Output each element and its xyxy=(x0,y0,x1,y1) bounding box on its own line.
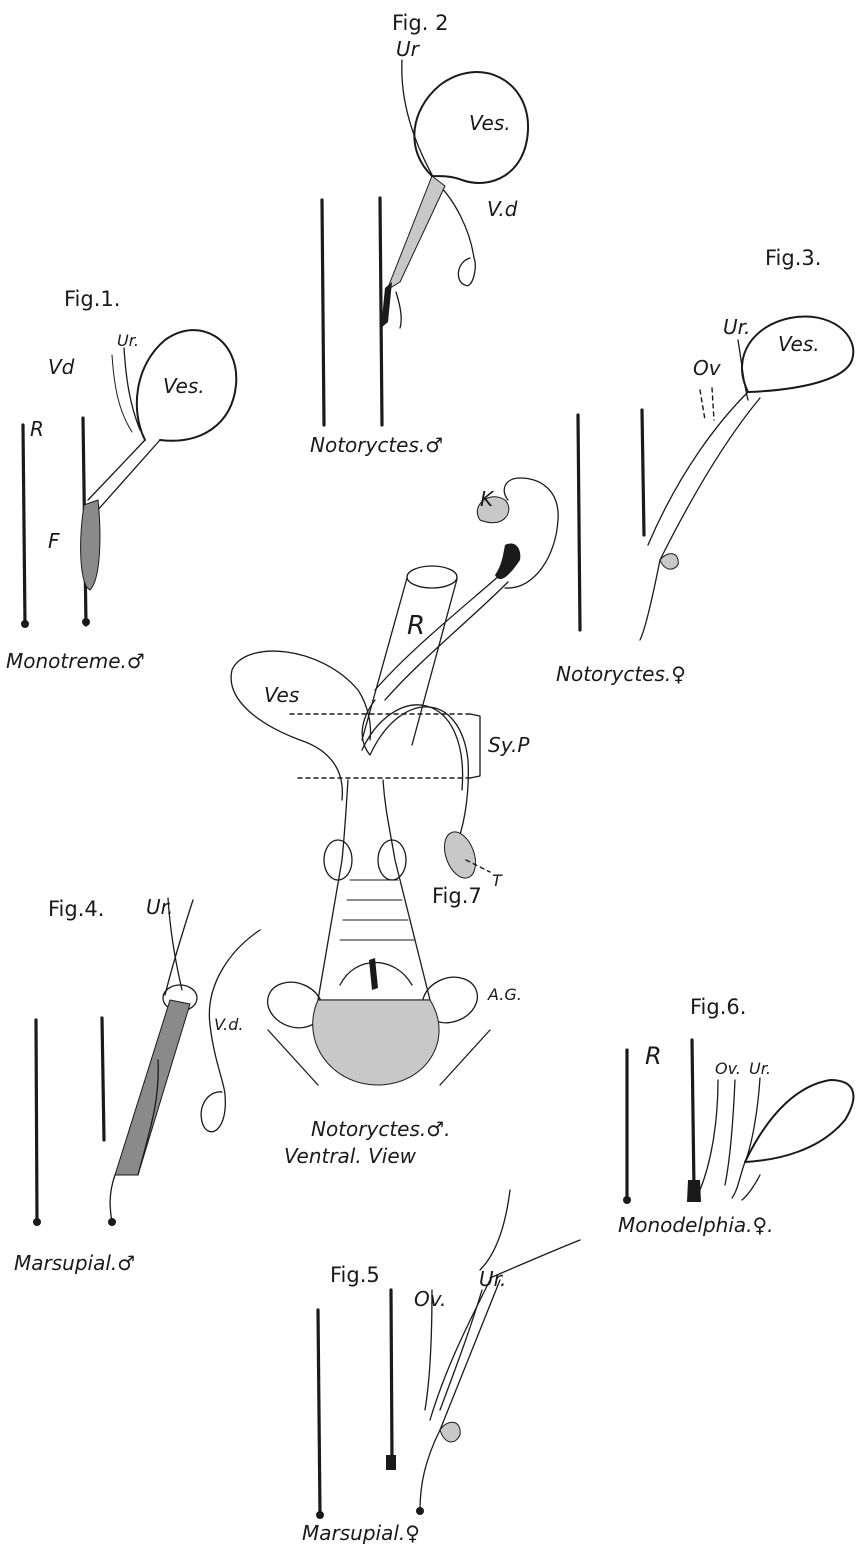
fig6-ov-label: Ov. xyxy=(715,1059,741,1078)
fig4-urethra xyxy=(115,1000,190,1175)
figure-5: Fig.5 Ur. Ov. Marsupial.♀ xyxy=(302,1190,580,1545)
fig1-caption: Monotreme.♂ xyxy=(6,649,145,673)
fig4-label: Fig.4. xyxy=(48,897,104,921)
fig7-rectum-sides xyxy=(362,578,457,745)
fig4-wall-end-left xyxy=(33,1218,41,1226)
fig4-ur-label: Ur. xyxy=(146,895,173,919)
figure-3: Fig.3. Ov Ur. Ves. Notoryctes.♀ xyxy=(556,246,853,686)
fig7-cloacal-disc xyxy=(313,1000,439,1085)
fig7-ag-label: A.G. xyxy=(487,985,522,1004)
fig3-body-wall-right xyxy=(642,410,644,535)
fig7-label: Fig.7 xyxy=(432,884,482,908)
fig7-vas-deferens xyxy=(362,700,468,840)
fig5-ov-label: Ov. xyxy=(414,1287,446,1311)
fig6-urethra-lines xyxy=(732,1162,760,1200)
fig5-vestibule-end xyxy=(416,1507,424,1515)
fig1-wall-end-left xyxy=(21,620,29,628)
fig1-ur-label: Ur. xyxy=(117,331,139,350)
fig1-wall-end-right xyxy=(82,618,90,626)
fig7-kidney-hilum xyxy=(495,543,520,579)
fig1-f-label: F xyxy=(48,529,60,553)
fig7-t-label: T xyxy=(492,871,503,890)
fig4-body-wall-right xyxy=(102,1018,104,1140)
fig2-caption: Notoryctes.♂ xyxy=(310,433,443,457)
fig2-body-wall-left xyxy=(322,200,324,425)
fig7-bulb-left xyxy=(324,840,352,880)
fig6-rectum-wall-right xyxy=(692,1040,694,1190)
fig7-syp-label: Sy.P xyxy=(488,733,530,757)
figure-7: K R Ves Sy.P T A.G. Fig.7 Notoryctes.♂. … xyxy=(231,478,558,1168)
fig1-label: Fig.1. xyxy=(64,287,120,311)
fig6-oviduct-line xyxy=(700,1080,718,1190)
fig2-label: Fig. 2 xyxy=(392,11,448,35)
figure-6: Fig.6. R Ov. Ur. Monodelphia.♀. xyxy=(618,995,853,1237)
fig2-vas-deferens xyxy=(436,182,475,286)
fig5-caption: Marsupial.♀ xyxy=(302,1521,420,1545)
fig6-r-label: R xyxy=(645,1042,662,1070)
fig6-wall-end-left xyxy=(623,1196,631,1204)
fig3-sinus-lower xyxy=(640,560,660,640)
fig7-testis xyxy=(439,828,482,883)
fig7-r-label: R xyxy=(407,611,425,641)
fig3-caption: Notoryctes.♀ xyxy=(556,662,686,686)
fig2-ureter xyxy=(402,60,436,182)
fig4-vd-label: V.d. xyxy=(214,1015,243,1034)
fig7-rectum-top xyxy=(407,566,457,588)
fig7-caption-line2: Ventral. View xyxy=(284,1144,417,1168)
fig5-vestibule xyxy=(420,1430,440,1510)
fig4-body-wall-left xyxy=(36,1020,37,1222)
figure-1: Fig.1. R Vd Ur. Ves. F Monotreme.♂ xyxy=(6,287,236,673)
fig5-ur-label: Ur. xyxy=(479,1267,506,1291)
fig2-body-wall-right xyxy=(380,198,382,425)
fig3-ves-label: Ves. xyxy=(778,332,820,356)
fig6-vagina-line xyxy=(725,1080,735,1185)
fig6-bladder xyxy=(745,1080,853,1162)
fig1-ves-label: Ves. xyxy=(163,374,205,398)
fig4-penis-tip xyxy=(108,1218,116,1226)
fig7-k-label: K xyxy=(480,487,495,511)
fig5-anus xyxy=(386,1455,396,1470)
fig5-label: Fig.5 xyxy=(330,1263,380,1287)
fig5-body-wall-left xyxy=(318,1310,320,1515)
fig6-anus xyxy=(687,1180,701,1202)
fig7-caption-line1: Notoryctes.♂. xyxy=(311,1117,451,1141)
fig3-label: Fig.3. xyxy=(765,246,821,270)
fig1-r-label: R xyxy=(30,417,44,441)
fig7-symphysis-bracket xyxy=(470,714,480,778)
fig5-clitoris xyxy=(440,1422,460,1442)
fig1-cloaca-penis xyxy=(81,500,100,590)
fig5-body-wall-right xyxy=(391,1290,392,1460)
fig2-urethra xyxy=(387,176,445,290)
fig4-caption: Marsupial.♂ xyxy=(14,1251,135,1275)
figure-2: Fig. 2 Ur Ves. V.d Notoryctes.♂ xyxy=(310,11,528,457)
fig7-kidney xyxy=(504,478,558,588)
fig2-ur-label: Ur xyxy=(396,37,421,61)
fig6-caption: Monodelphia.♀. xyxy=(618,1213,774,1237)
fig5-wall-end-left xyxy=(316,1511,324,1519)
fig1-urogenital-canal xyxy=(88,440,160,512)
fig3-body-wall-left xyxy=(578,415,580,630)
fig3-ur-label: Ur. xyxy=(723,315,750,339)
fig7-ves-label: Ves xyxy=(264,683,299,707)
fig5-bladder-lines xyxy=(480,1190,580,1278)
figure-4: Fig.4. Ur. V.d. Marsupial.♂ xyxy=(14,895,260,1275)
fig2-penis-edge xyxy=(396,292,401,328)
fig1-vd-label: Vd xyxy=(48,355,75,379)
fig1-body-wall-left xyxy=(23,425,25,625)
fig2-penis-shading xyxy=(381,282,392,328)
fig7-vas-deferens-inner xyxy=(362,705,463,790)
fig3-oviduct-dashes xyxy=(700,388,714,420)
fig2-vd-label: V.d xyxy=(487,197,518,221)
fig3-ov-label: Ov xyxy=(693,356,722,380)
fig6-label: Fig.6. xyxy=(690,995,746,1019)
fig6-ur-label: Ur. xyxy=(749,1059,771,1078)
fig2-ves-label: Ves. xyxy=(469,111,511,135)
